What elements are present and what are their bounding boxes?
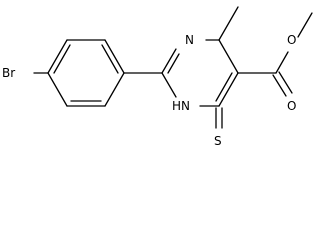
bond-benz-3-inner	[101, 44, 119, 74]
atom-carbonyl-oxygen: O	[287, 99, 296, 113]
bond-benz-4	[104, 72, 125, 107]
bond-n1-c2	[161, 72, 177, 98]
atom-ester-oxygen: O	[287, 33, 296, 47]
bond-c2-n3-inner	[167, 53, 180, 74]
benzene-ring	[33, 39, 125, 107]
bond-c4-c5	[218, 39, 239, 74]
bond-methyl	[218, 6, 239, 41]
bond-c5-c6	[218, 72, 239, 107]
bond-benz-6	[47, 72, 68, 107]
bond-c5-c6-inner	[215, 72, 233, 102]
bond-ester-co-b	[278, 71, 293, 94]
atom-bromine: Br	[2, 66, 15, 80]
pyrimidine-ring	[161, 39, 239, 107]
bond-benz-1	[47, 39, 68, 74]
atom-nitrogen-top: N	[185, 33, 194, 47]
molecule-diagram: Br N HN S O O	[2, 6, 313, 148]
atom-nitrogen-h: HN	[172, 99, 190, 113]
bond-o-methyl	[297, 12, 313, 38]
bond-c2-n3	[161, 48, 177, 74]
atom-sulfur: S	[214, 134, 222, 148]
bond-ester-o	[275, 51, 289, 74]
bond-ester-co-a	[272, 74, 287, 97]
bond-benz-1-inner	[53, 44, 71, 74]
bond-benz-3	[104, 39, 125, 74]
